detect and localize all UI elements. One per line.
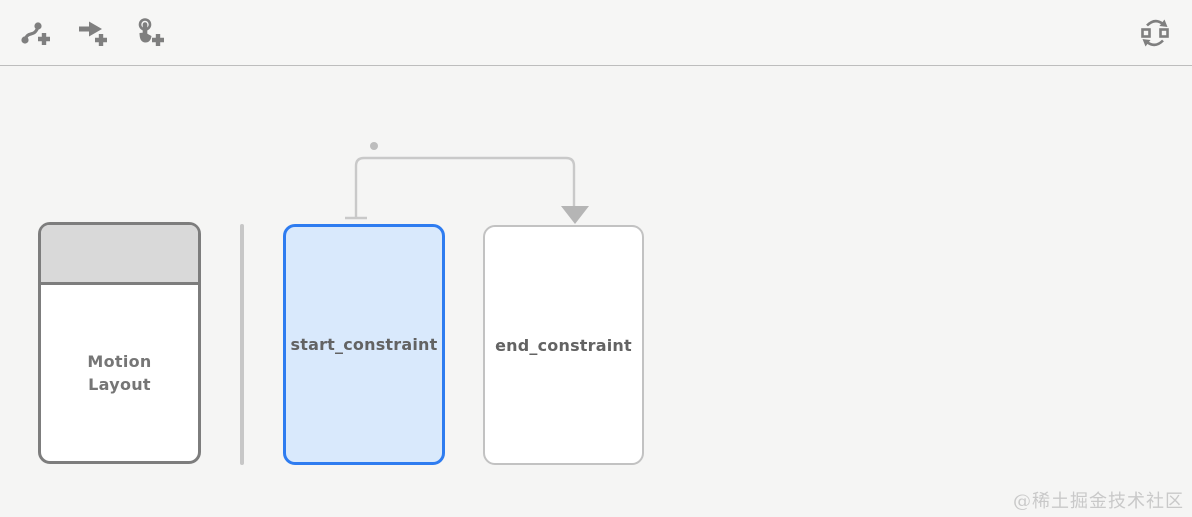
create-click-or-swipe-handler-button[interactable] xyxy=(128,12,170,54)
transition-dot-handle xyxy=(370,142,378,150)
motion-layout-card[interactable]: Motion Layout xyxy=(38,222,201,464)
constraint-set-card-start[interactable]: start_constraint xyxy=(283,224,445,465)
watermark-text: @稀土掘金技术社区 xyxy=(1013,491,1184,512)
touch-plus-icon xyxy=(132,16,166,50)
end-constraint-label: end_constraint xyxy=(495,335,632,355)
constraint-set-card-end[interactable]: end_constraint xyxy=(483,225,644,465)
arrow-plus-icon xyxy=(75,16,109,50)
motion-layout-label: Motion Layout xyxy=(87,351,152,394)
cycle-squares-icon xyxy=(1138,16,1172,50)
start-constraint-label: start_constraint xyxy=(290,335,438,354)
motion-layout-card-header xyxy=(41,225,198,285)
create-constraint-set-button[interactable] xyxy=(14,12,56,54)
motion-path-plus-icon xyxy=(18,16,52,50)
motion-editor-toolbar xyxy=(0,0,1192,66)
cycle-transition-button[interactable] xyxy=(1134,12,1176,54)
motion-layout-card-body: Motion Layout xyxy=(41,285,198,461)
arrowhead-icon xyxy=(561,206,589,224)
section-divider xyxy=(240,224,244,465)
create-transition-button[interactable] xyxy=(71,12,113,54)
